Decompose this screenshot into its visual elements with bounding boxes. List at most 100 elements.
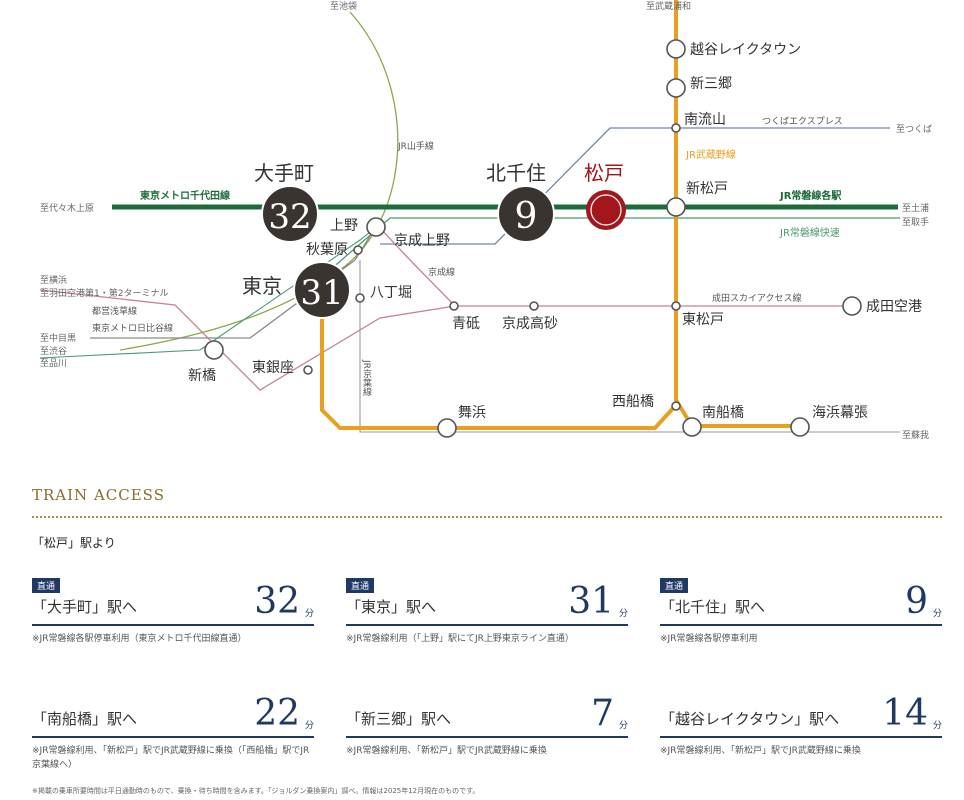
station-marker-minaminagareyama xyxy=(671,123,681,133)
station-marker-koshigaya xyxy=(666,39,686,59)
name-kitasenju: 北千住 xyxy=(486,161,546,185)
travel-minutes: 14 xyxy=(882,693,928,734)
station-marker-maihama xyxy=(437,418,457,438)
name-kaihinmakuhari: 海浜幕張 xyxy=(812,405,868,421)
station-marker-aoto xyxy=(449,301,459,311)
route-note: ※JR常磐線利用、「新松戸」駅でJR武蔵野線に乗換 xyxy=(660,746,861,756)
direct-badge: 直通 xyxy=(660,578,689,593)
route-note: ※JR常磐線利用、「新松戸」駅でJR武蔵野線に乗換 xyxy=(346,746,547,756)
section-title: TRAIN ACCESS xyxy=(32,486,165,504)
station-marker-kaihinmakuhari xyxy=(790,417,810,437)
destination-label: 「越谷レイクタウン」駅へ xyxy=(660,710,840,728)
name-otemachi: 大手町 xyxy=(254,161,314,185)
route-map: 東京メトロ千代田線 JR常磐線各駅 JR常磐線快速 JR武蔵野線 つくばエクスプ… xyxy=(39,0,932,441)
musashino-line-west xyxy=(320,316,678,430)
keiyo-label: JR京葉線 xyxy=(361,359,372,396)
dir-toride: 至取手 xyxy=(902,216,929,228)
dir-shibuya: 至渋谷 xyxy=(40,345,67,357)
minutes-unit: 分 xyxy=(304,721,314,731)
route-note: ※JR常磐線各駅停車利用 xyxy=(660,634,758,644)
station-marker-higashimatsudo xyxy=(671,301,681,311)
minutes-unit: 分 xyxy=(618,721,628,731)
keiyo-line xyxy=(359,260,900,433)
route-note: ※JR常磐線利用、「新松戸」駅でJR武蔵野線に乗換（「西船橋」駅でJR京葉線へ） xyxy=(32,746,310,770)
minutes-unit: 分 xyxy=(618,609,628,619)
destination-label: 「南船橋」駅へ xyxy=(32,710,138,728)
name-higashimatsudo: 東松戸 xyxy=(682,312,724,328)
travel-minutes: 7 xyxy=(591,693,614,734)
badge-otemachi: 32 xyxy=(268,197,311,237)
name-shinmisato: 新三郷 xyxy=(690,76,732,92)
dir-haneda: 至羽田空港第1・第2ターミナル xyxy=(40,287,168,299)
name-akihabara: 秋葉原 xyxy=(306,242,348,258)
name-higashiginza: 東銀座 xyxy=(252,360,294,376)
station-marker-hatchobori xyxy=(355,293,365,303)
musashino-line xyxy=(674,0,800,428)
yamanote-label: JR山手線 xyxy=(397,140,434,152)
minutes-unit: 分 xyxy=(932,609,942,619)
minutes-unit: 分 xyxy=(304,609,314,619)
badge-circle-kitasenju xyxy=(497,185,555,243)
name-hatchobori: 八丁堀 xyxy=(370,285,412,301)
keisei-label: 京成線 xyxy=(428,266,455,278)
joban-rapid-label: JR常磐線快速 xyxy=(779,226,840,239)
destination-label: 「大手町」駅へ xyxy=(32,598,138,616)
origin-label: 「松戸」駅より xyxy=(32,536,116,550)
name-tokyo: 東京 xyxy=(242,274,282,298)
station-marker-higashiginza xyxy=(303,365,313,375)
chiyoda-label: 東京メトロ千代田線 xyxy=(140,189,230,202)
route-note: ※JR常磐線各駅停車利用（東京メトロ千代田線直通） xyxy=(32,634,247,644)
badge-circle-otemachi xyxy=(261,185,319,243)
minutes-unit: 分 xyxy=(932,721,942,731)
name-nishifunabashi: 西船橋 xyxy=(612,394,654,410)
dir-ikebukuro: 至池袋 xyxy=(330,0,357,12)
name-shimbashi: 新橋 xyxy=(188,368,216,384)
route-note: ※JR常磐線利用（「上野」駅にてJR上野東京ライン直通） xyxy=(346,634,574,644)
dir-tsukuba: 至つくば xyxy=(896,124,932,135)
station-marker-keiseitakasago xyxy=(529,301,539,311)
station-marker-shinmisato xyxy=(666,78,686,98)
travel-minutes: 9 xyxy=(905,581,928,622)
tsukuba-line xyxy=(380,127,890,245)
name-matsudo: 松戸 xyxy=(584,161,624,185)
name-minamifunabashi: 南船橋 xyxy=(702,405,744,421)
matsudo-marker-ring xyxy=(590,194,622,226)
dir-nakameguro: 至中目黒 xyxy=(40,332,76,344)
destination-label: 「東京」駅へ xyxy=(346,598,437,616)
direct-badge: 直通 xyxy=(32,578,61,593)
name-minaminagareyama: 南流山 xyxy=(684,112,726,128)
keisei-line xyxy=(379,227,845,307)
badge-tokyo: 31 xyxy=(300,273,343,313)
card-rule xyxy=(660,736,942,738)
skyaccess-label: 成田スカイアクセス線 xyxy=(712,292,802,304)
name-naritakuko: 成田空港 xyxy=(866,299,922,315)
destination-label: 「新三郷」駅へ xyxy=(346,710,452,728)
tsukuba-label: つくばエクスプレス xyxy=(762,116,843,127)
station-marker-akihabara xyxy=(353,245,363,255)
hibiya-label: 東京メトロ日比谷線 xyxy=(92,322,173,334)
station-marker-ueno xyxy=(366,217,386,237)
card-rule xyxy=(660,624,942,626)
dir-soga: 至蘇我 xyxy=(902,429,929,441)
matsudo-marker xyxy=(586,190,626,230)
name-aoto: 青砥 xyxy=(452,316,480,332)
card-rule xyxy=(346,624,628,626)
dir-musashiurawa: 至武蔵浦和 xyxy=(646,0,691,12)
joban-rapid-line xyxy=(329,217,900,271)
asakusa-line xyxy=(39,289,456,391)
name-keiseitakasago: 京成高砂 xyxy=(502,315,558,332)
destination-label: 「北千住」駅へ xyxy=(660,598,766,616)
joban-local-label: JR常磐線各駅 xyxy=(779,189,842,202)
name-ueno: 上野 xyxy=(330,218,358,234)
dir-tsuchiura: 至土浦 xyxy=(902,202,929,214)
card-rule xyxy=(32,624,314,626)
card-rule xyxy=(346,736,628,738)
travel-minutes: 32 xyxy=(254,581,300,622)
card-rule xyxy=(32,736,314,738)
dir-yokohama: 至横浜 xyxy=(40,274,67,286)
direct-badge: 直通 xyxy=(346,578,375,593)
tokaido-line xyxy=(39,227,376,359)
badge-kitasenju: 9 xyxy=(515,196,538,237)
name-shinmatsudo: 新松戸 xyxy=(686,181,728,197)
station-marker-shimbashi xyxy=(204,340,224,360)
